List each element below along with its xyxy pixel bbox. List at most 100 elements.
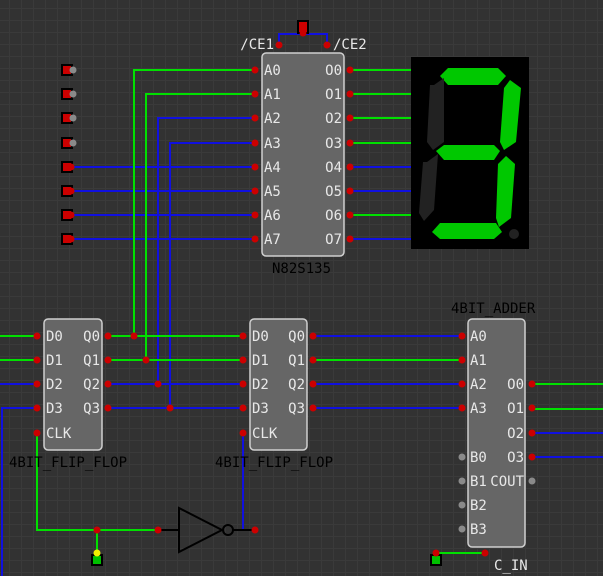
pin-dot: [251, 139, 259, 147]
segment-a: [440, 68, 506, 85]
pin-label: D2: [252, 377, 269, 393]
pin-dot: [458, 356, 466, 364]
adder-label: 4BIT_ADDER: [451, 301, 536, 317]
pin-label: D3: [252, 401, 269, 417]
pin-label: COUT: [490, 474, 524, 490]
pin-dot: [104, 380, 112, 388]
pin-label: O3: [325, 136, 342, 152]
pin-label: A1: [470, 353, 487, 369]
pin-dot: [33, 332, 41, 340]
segment-e: [419, 154, 438, 221]
pin-dot: [458, 332, 466, 340]
pin-dot: [33, 380, 41, 388]
pin-label: D1: [46, 353, 63, 369]
pin-label: A3: [264, 136, 281, 152]
pin-label: D0: [252, 329, 269, 345]
pin-dot: [239, 380, 247, 388]
pin-label: O7: [325, 232, 342, 248]
pin-dot: [93, 526, 101, 534]
pin-dot: [309, 404, 317, 412]
pin-dot: [239, 356, 247, 364]
pin-label: Q2: [83, 377, 100, 393]
pin-dot: [67, 187, 75, 195]
not-gate[interactable]: [158, 506, 255, 554]
pin-label: A3: [470, 401, 487, 417]
segment-dp: [509, 229, 519, 239]
pin-label: B1: [470, 474, 487, 490]
pin-label: O2: [507, 426, 524, 442]
pin-dot: [239, 332, 247, 340]
pin-dot: [104, 404, 112, 412]
pin-label: CLK: [46, 426, 72, 442]
pin-label: Q2: [288, 377, 305, 393]
rom-ce2-label: /CE2: [333, 37, 367, 53]
pin-dot: [346, 187, 354, 195]
pin-dot: [309, 380, 317, 388]
pin-dot: [346, 90, 354, 98]
pin-dot: [346, 211, 354, 219]
pin-label: B2: [470, 498, 487, 514]
pin-dot: [166, 404, 174, 412]
pin-dot: [251, 66, 259, 74]
pin-dot: [251, 211, 259, 219]
pin-dot: [69, 139, 77, 147]
segment-f: [427, 78, 444, 150]
segment-c: [496, 156, 515, 227]
pin-label: A4: [264, 160, 281, 176]
pin-dot: [458, 525, 466, 533]
pin-dot: [309, 332, 317, 340]
segment-d: [432, 223, 502, 239]
pin-dot: [458, 380, 466, 388]
junctions: [93, 332, 440, 557]
pin-label: O5: [325, 184, 342, 200]
pin-label: A0: [470, 329, 487, 345]
pin-label: D2: [46, 377, 63, 393]
segment-g: [436, 145, 500, 160]
pin-label: O4: [325, 160, 342, 176]
pin-label: A2: [470, 377, 487, 393]
pin-dot: [69, 114, 77, 122]
pin-dot: [142, 356, 150, 364]
pin-label: A0: [264, 63, 281, 79]
flip-flop-1-label: 4BIT_FLIP_FLOP: [9, 455, 127, 471]
pin-dot: [239, 429, 247, 437]
pin-label: Q1: [83, 353, 100, 369]
pin-dot: [528, 404, 536, 412]
pin-dot: [299, 29, 307, 37]
seven-segment-display: [411, 57, 529, 249]
pin-label: CLK: [252, 426, 278, 442]
pin-dot: [528, 453, 536, 461]
pin-dot: [458, 477, 466, 485]
pin-dot: [528, 477, 536, 485]
pin-dot: [154, 380, 162, 388]
pin-label: Q1: [288, 353, 305, 369]
rom-ce1-label: /CE1: [240, 37, 274, 53]
pin-dot: [104, 356, 112, 364]
address-inputs: [61, 64, 77, 245]
pin-label: O3: [507, 450, 524, 466]
pin-dot: [309, 356, 317, 364]
pin-dot: [130, 332, 138, 340]
pin-label: A7: [264, 232, 281, 248]
pin-dot: [481, 549, 489, 557]
pin-label: O0: [325, 63, 342, 79]
pin-label: A2: [264, 111, 281, 127]
pin-dot: [69, 90, 77, 98]
pin-label: O1: [325, 87, 342, 103]
pin-dot: [251, 163, 259, 171]
pin-label: Q0: [288, 329, 305, 345]
pin-dot: [432, 549, 440, 557]
pin-dot: [458, 453, 466, 461]
pin-dot: [528, 429, 536, 437]
pin-dot: [33, 404, 41, 412]
pin-dot: [67, 163, 75, 171]
pin-dot: [528, 380, 536, 388]
pin-label: D1: [252, 353, 269, 369]
pin-label: O2: [325, 111, 342, 127]
